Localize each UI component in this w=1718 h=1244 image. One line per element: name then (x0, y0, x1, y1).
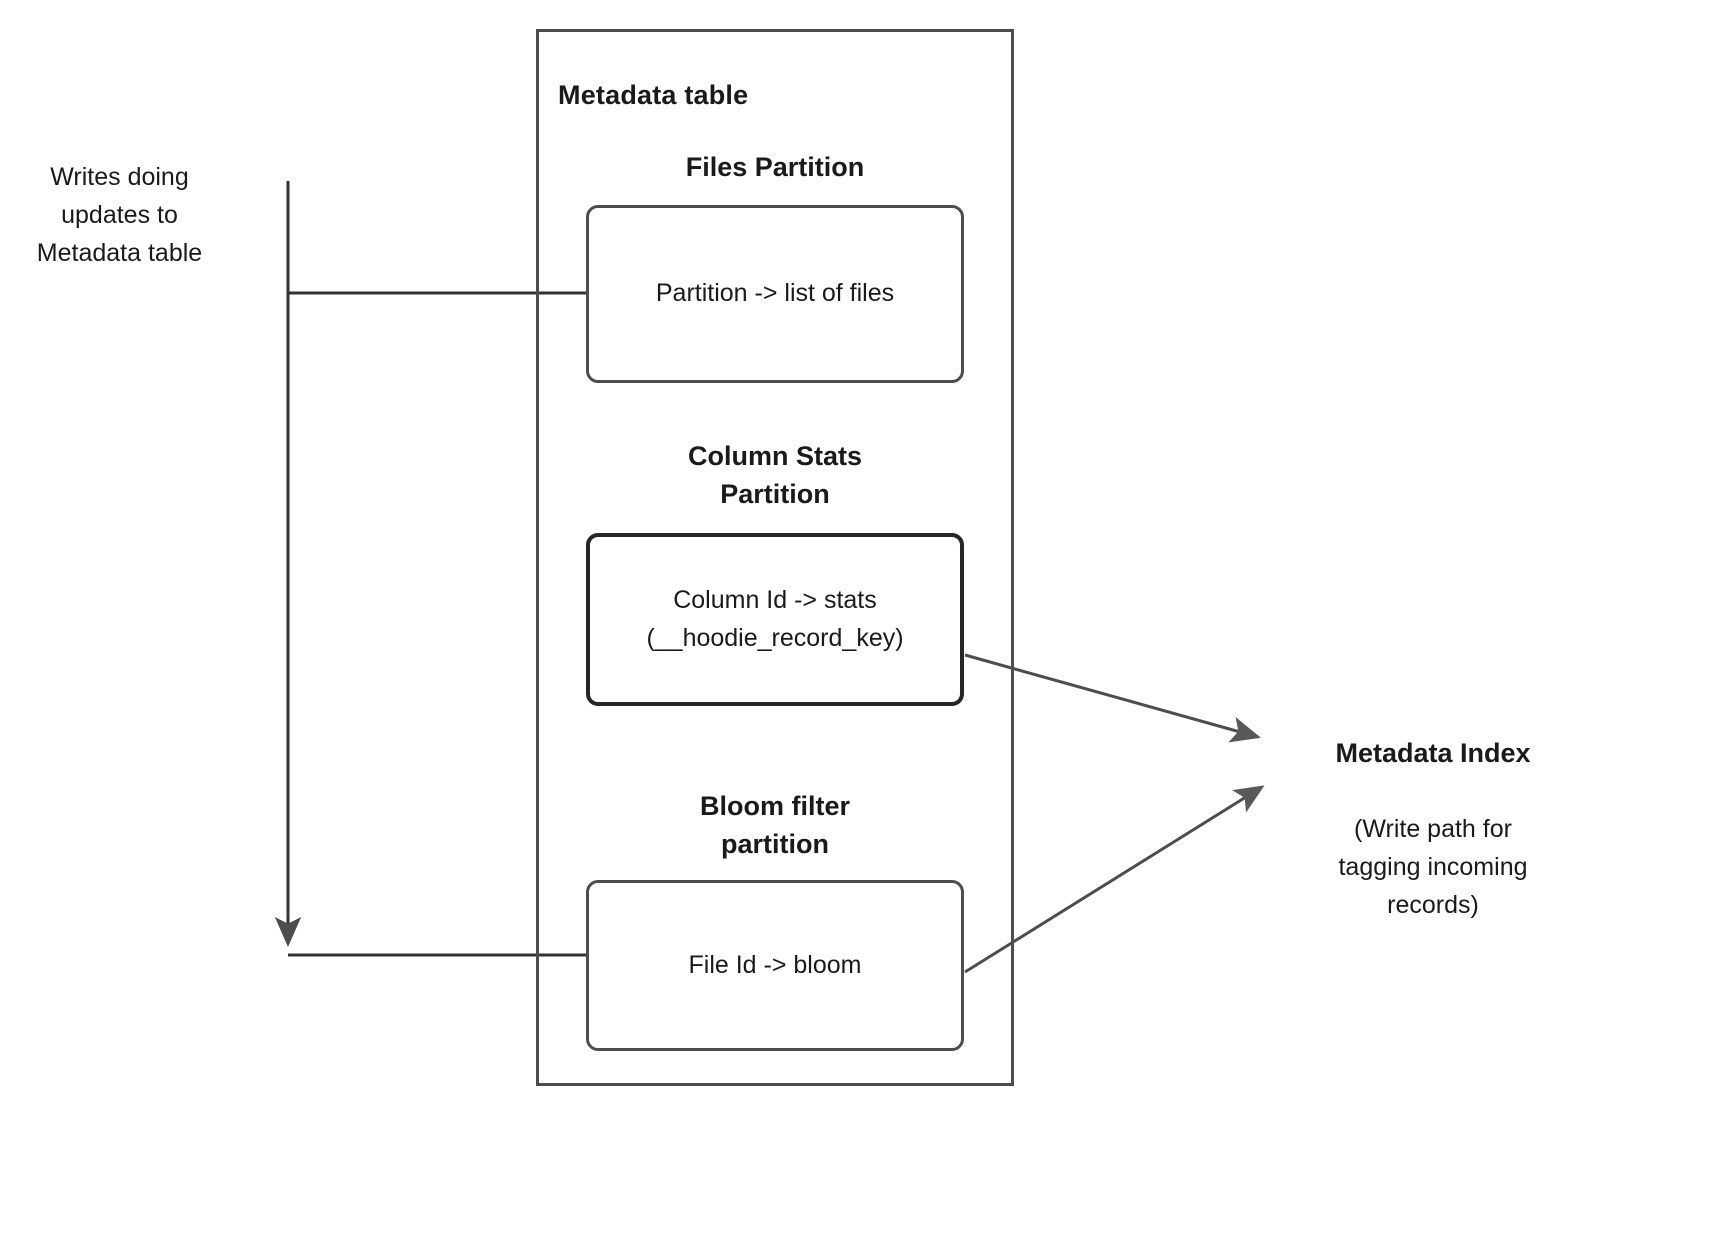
bloom-filter-box-text: File Id -> bloom (688, 950, 862, 979)
metadata-index-caption-line-2: tagging incoming (1338, 853, 1528, 881)
bloom-filter-partition-heading: Bloom filter partition (585, 787, 965, 864)
column-stats-box-line-2: (__hoodie_record_key) (646, 623, 904, 652)
metadata-table-title: Metadata table (558, 80, 749, 110)
metadata-table-container (536, 29, 1014, 1086)
column-stats-partition-heading: Column Stats Partition (585, 437, 965, 514)
bloom-filter-heading-line-2: partition (721, 829, 829, 860)
metadata-index-caption: (Write path for tagging incoming records… (1298, 810, 1568, 924)
files-partition-box: Partition -> list of files (586, 205, 964, 383)
metadata-index-caption-line-3: records) (1387, 891, 1479, 919)
bloom-filter-partition-box: File Id -> bloom (586, 880, 964, 1051)
writes-updates-line-2: updates to (61, 201, 178, 229)
files-partition-box-text: Partition -> list of files (655, 279, 895, 308)
column-stats-box-line-1: Column Id -> stats (673, 586, 877, 614)
column-stats-heading-line-2: Partition (720, 479, 830, 510)
bloom-filter-heading-line-1: Bloom filter (699, 791, 850, 821)
column-stats-partition-box: Column Id -> stats (__hoodie_record_key) (586, 533, 964, 706)
metadata-index-caption-line-1: (Write path for (1354, 815, 1512, 843)
files-partition-heading: Files Partition (585, 148, 965, 186)
files-partition-heading-line-1: Files Partition (685, 152, 865, 182)
writes-updates-label: Writes doing updates to Metadata table (12, 158, 227, 272)
metadata-index-title: Metadata Index (1335, 738, 1531, 768)
writes-updates-line-3: Metadata table (36, 239, 203, 267)
column-stats-heading-line-1: Column Stats (687, 441, 862, 471)
writes-updates-line-1: Writes doing (50, 163, 189, 191)
